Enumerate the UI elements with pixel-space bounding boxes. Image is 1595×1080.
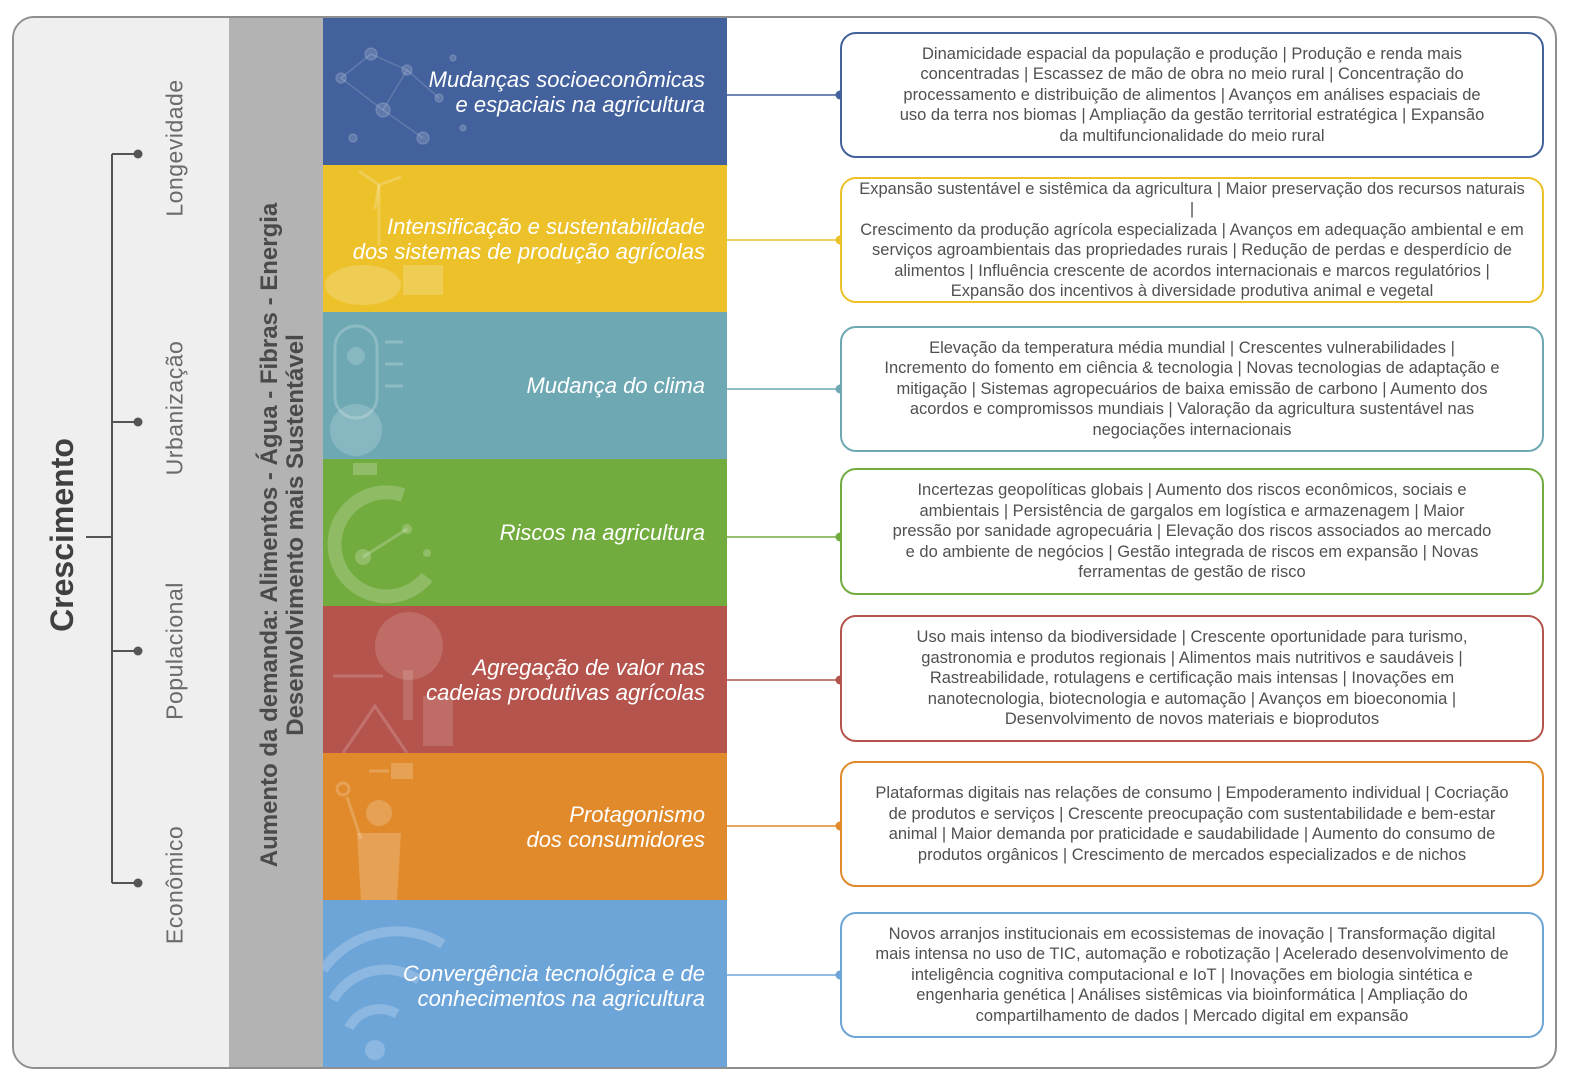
card-line: de produtos e serviços | Crescente preoc… <box>888 804 1496 823</box>
wifi-icon <box>323 926 446 1060</box>
theme-title: Mudança do clima <box>526 373 727 398</box>
theme-title-line: dos consumidores <box>526 826 705 852</box>
theme-title-line: Mudança do clima <box>526 373 705 398</box>
card-line: Incertezas geopolíticas globais | Aument… <box>917 481 1467 500</box>
thermometer-icon <box>330 324 403 456</box>
wind-turbine-icon <box>325 169 443 305</box>
card-line: inteligência cognitiva computacional e I… <box>911 965 1473 984</box>
theme-card-value: Uso mais intenso da biodiversidade | Cre… <box>840 615 1544 742</box>
card-line: mitigação | Sistemas agropecuários de ba… <box>896 379 1488 398</box>
theme-card-socioeconomic: Dinamicidade espacial da população e pro… <box>840 32 1544 158</box>
network-icon <box>335 47 467 145</box>
theme-band-climate: Mudança do clima <box>323 312 727 459</box>
theme-band-risks: Riscos na agricultura <box>323 459 727 606</box>
theme-title: Protagonismo dos consumidores <box>526 802 727 852</box>
theme-title: Riscos na agricultura <box>500 520 727 545</box>
card-line: Expansão dos incentivos à diversidade pr… <box>950 282 1434 300</box>
gauge-icon <box>327 463 433 604</box>
consumer-icon <box>335 763 413 900</box>
theme-band-technology: Convergência tecnológica e de conhecimen… <box>323 900 727 1067</box>
card-line: uso da terra nos biomas | Ampliação da g… <box>899 106 1485 125</box>
card-text: Expansão sustentável e sistêmica da agri… <box>856 179 1528 302</box>
theme-title-line: Riscos na agricultura <box>499 520 705 545</box>
theme-band-socioeconomic: Mudanças socioeconômicas e espaciais na … <box>323 18 727 165</box>
card-line: gastronomia e produtos regionais | Alime… <box>921 648 1463 667</box>
theme-title-line: Convergência tecnológica e de <box>402 960 705 986</box>
brace-dot <box>133 646 143 656</box>
card-line: alimentos | Influência crescente de acor… <box>894 261 1490 280</box>
card-line: Uso mais intenso da biodiversidade | Cre… <box>916 628 1468 647</box>
card-line: negociações internacionais <box>1092 420 1292 439</box>
tree-icon <box>333 612 453 753</box>
theme-card-intensification: Expansão sustentável e sistêmica da agri… <box>840 177 1544 303</box>
brace-dot <box>133 417 143 427</box>
card-text: Incertezas geopolíticas globais | Aument… <box>893 480 1492 583</box>
diagram-frame: Crescimento Longevidade Urbanização Popu… <box>12 16 1557 1069</box>
theme-card-climate: Elevação da temperatura média mundial | … <box>840 326 1544 452</box>
card-line: Expansão sustentável e sistêmica da agri… <box>859 179 1525 219</box>
card-line: Elevação da temperatura média mundial | … <box>929 338 1455 357</box>
theme-card-risks: Incertezas geopolíticas globais | Aument… <box>840 468 1544 595</box>
card-line: ferramentas de gestão de risco <box>1078 563 1306 582</box>
card-line: compartilhamento de dados | Mercado digi… <box>975 1006 1409 1025</box>
theme-title-line: Agregação de valor nas <box>472 654 705 680</box>
card-line: processamento e distribuição de alimento… <box>903 85 1481 104</box>
demand-column <box>229 18 323 1067</box>
brace-dot <box>133 149 143 159</box>
theme-band-intensification: Intensificação e sustentabilidade dos si… <box>323 165 727 312</box>
card-line: produtos orgânicos | Crescimento de merc… <box>917 845 1467 864</box>
card-line: Dinamicidade espacial da população e pro… <box>922 44 1462 63</box>
card-line: Crescimento da produção agrícola especia… <box>860 220 1524 239</box>
theme-title: Agregação de valor nas cadeias produtiva… <box>426 655 727 705</box>
card-line: engenharia genética | Análises sistêmica… <box>916 986 1468 1005</box>
card-line: Rastreabilidade, rotulagens e certificaç… <box>929 669 1455 688</box>
card-line: da multifuncionalidade do meio rural <box>1059 126 1325 145</box>
theme-title: Mudanças socioeconômicas e espaciais na … <box>429 67 727 117</box>
card-text: Elevação da temperatura média mundial | … <box>884 338 1499 441</box>
card-line: Plataformas digitais nas relações de con… <box>875 784 1509 802</box>
card-text: Plataformas digitais nas relações de con… <box>875 783 1508 865</box>
theme-card-consumers: Plataformas digitais nas relações de con… <box>840 761 1544 887</box>
card-line: Incremento do fomento em ciência & tecno… <box>884 359 1500 378</box>
card-line: mais intensa no uso de TIC, automação e … <box>875 945 1509 964</box>
card-line: ambientais | Persistência de gargalos em… <box>919 501 1465 520</box>
card-text: Dinamicidade espacial da população e pro… <box>900 44 1485 147</box>
theme-title-line: e espaciais na agricultura <box>455 91 705 117</box>
brace-dot <box>133 878 143 888</box>
card-line: Desenvolvimento de novos materiais e bio… <box>1004 710 1380 729</box>
card-line: concentradas | Escassez de mão de obra n… <box>920 65 1464 84</box>
theme-title: Convergência tecnológica e de conhecimen… <box>403 961 727 1011</box>
theme-title-line: Protagonismo <box>569 801 705 827</box>
card-line: Novos arranjos institucionais em ecossis… <box>888 924 1496 943</box>
theme-card-technology: Novos arranjos institucionais em ecossis… <box>840 912 1544 1038</box>
growth-column <box>14 18 229 1067</box>
card-line: nanotecnologia, biotecnologia e automaçã… <box>927 689 1457 708</box>
theme-band-value: Agregação de valor nas cadeias produtiva… <box>323 606 727 753</box>
card-line: serviços agroambientais das propriedades… <box>872 241 1512 259</box>
theme-title-line: conhecimentos na agricultura <box>417 985 705 1011</box>
card-text: Novos arranjos institucionais em ecossis… <box>875 924 1508 1027</box>
card-line: e do ambiente de negócios | Gestão integ… <box>905 542 1479 561</box>
theme-title-line: Intensificação e sustentabilidade <box>387 213 705 239</box>
theme-title: Intensificação e sustentabilidade dos si… <box>353 214 727 264</box>
theme-band-consumers: Protagonismo dos consumidores <box>323 753 727 900</box>
theme-title-line: dos sistemas de produção agrícolas <box>352 238 705 264</box>
card-line: pressão por sanidade agropecuária | Elev… <box>892 522 1492 541</box>
card-text: Uso mais intenso da biodiversidade | Cre… <box>917 627 1468 730</box>
growth-brace <box>86 149 143 888</box>
theme-title-line: cadeias produtivas agrícolas <box>426 679 705 705</box>
theme-title-line: Mudanças socioeconômicas <box>428 66 705 92</box>
card-line: acordos e compromissos mundiais | Valora… <box>909 400 1475 419</box>
card-line: animal | Maior demanda por praticidade e… <box>888 825 1496 843</box>
